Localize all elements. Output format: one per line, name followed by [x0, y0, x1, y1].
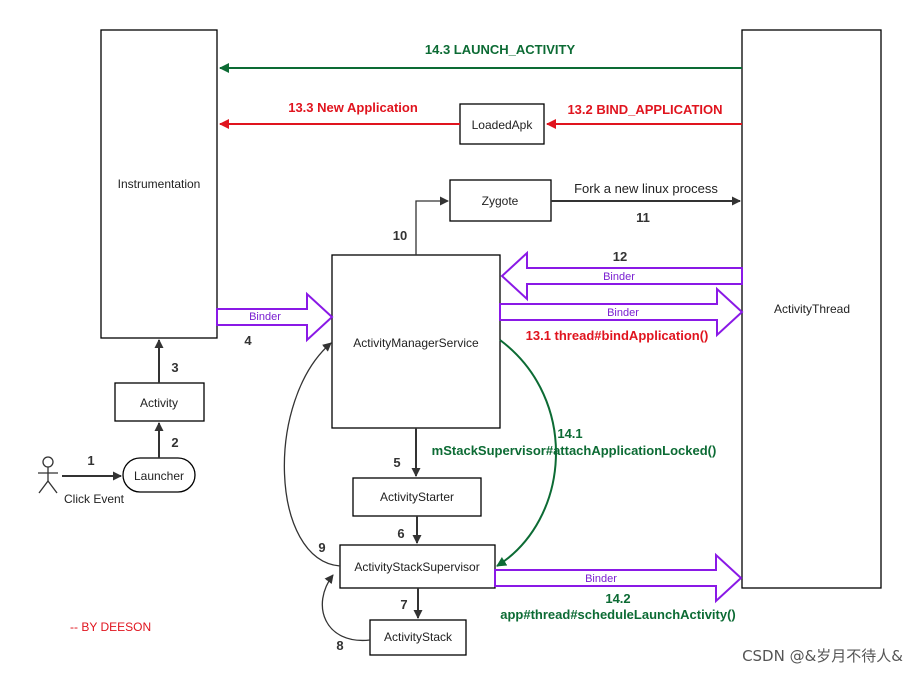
binder-arrow-step-4: [216, 291, 334, 343]
binder-label-schedule-launch: Binder: [585, 573, 617, 585]
step-3-label: 3: [171, 360, 178, 375]
instrumentation-label: Instrumentation: [118, 177, 201, 191]
step-8-label: 8: [336, 638, 343, 653]
step-9-label: 9: [318, 540, 325, 555]
step-5-label: 5: [393, 455, 400, 470]
attach-application-label: mStackSupervisor#attachApplicationLocked…: [432, 443, 717, 458]
zygote-label: Zygote: [482, 194, 519, 208]
instrumentation-box: [100, 29, 218, 339]
arrow-step-10: [415, 196, 449, 255]
binder-arrow-bind-application: [499, 286, 744, 338]
arrow-step-9: [283, 342, 341, 567]
binder-label-step-12: Binder: [603, 271, 635, 283]
loaded-apk-box: [459, 103, 545, 145]
schedule-step-number: 14.2: [605, 591, 630, 606]
binder-arrow-schedule-launch: [494, 552, 743, 604]
activity-stack-label: ActivityStack: [384, 630, 453, 644]
fork-process-label: Fork a new linux process: [574, 181, 718, 196]
author-credit: -- BY DEESON: [70, 620, 151, 634]
new-application-label: 13.3 New Application: [288, 100, 418, 115]
step-7-label: 7: [400, 597, 407, 612]
launch-activity-label: 14.3 LAUNCH_ACTIVITY: [425, 42, 576, 57]
step-6-label: 6: [397, 526, 404, 541]
binder-label-step-4: Binder: [249, 311, 281, 323]
step-10-label: 10: [393, 228, 407, 243]
csdn-watermark: CSDN @&岁月不待人&: [742, 647, 903, 665]
step-11-label: 11: [636, 210, 650, 225]
attach-step-number: 14.1: [557, 426, 582, 441]
launcher-label: Launcher: [134, 469, 184, 483]
bind-application-call-label: 13.1 thread#bindApplication(): [526, 328, 709, 343]
schedule-launch-activity-label: app#thread#scheduleLaunchActivity(): [500, 607, 736, 622]
bind-application-label: 13.2 BIND_APPLICATION: [567, 102, 722, 117]
step-2-label: 2: [171, 435, 178, 450]
activity-thread-label: ActivityThread: [774, 302, 850, 316]
activity-label: Activity: [140, 396, 178, 410]
activity-stack-box: [369, 619, 467, 656]
user-actor-icon: [38, 456, 58, 494]
activity-stack-supervisor-label: ActivityStackSupervisor: [354, 560, 479, 574]
binder-arrow-step-12: [500, 250, 743, 302]
activity-manager-service-box: [331, 254, 501, 429]
activity-box: [114, 382, 205, 422]
arrow-attach-application: [496, 339, 557, 567]
step-12-label: 12: [613, 249, 627, 264]
activity-thread-box: [741, 29, 882, 589]
activity-starter-label: ActivityStarter: [380, 490, 454, 504]
binder-label-bind-application: Binder: [607, 307, 639, 319]
activity-manager-service-label: ActivityManagerService: [353, 336, 479, 350]
loaded-apk-label: LoadedApk: [472, 118, 534, 132]
activity-stack-supervisor-box: [339, 544, 496, 589]
step-1-label: 1: [87, 453, 94, 468]
click-event-label: Click Event: [64, 492, 125, 506]
arrow-step-8: [321, 574, 371, 641]
activity-starter-box: [352, 477, 482, 517]
step-4-label: 4: [244, 333, 252, 348]
